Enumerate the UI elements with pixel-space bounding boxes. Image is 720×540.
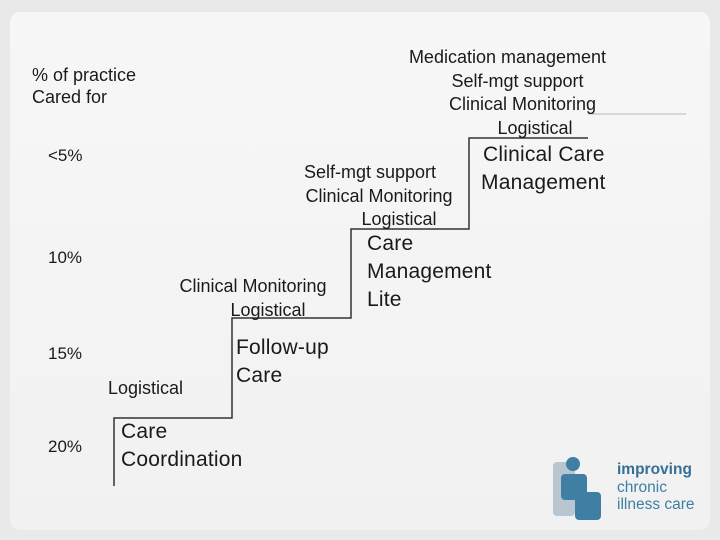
step1-level-line-1: Care	[121, 420, 168, 443]
logo-head-icon	[566, 457, 580, 471]
step3-component-3: Logistical	[361, 209, 437, 229]
step3-level-line-1: Care	[367, 232, 414, 255]
step4-component-3: Clinical Monitoring	[448, 94, 597, 114]
step1-component-1: Logistical	[108, 378, 184, 398]
staircase-line	[113, 137, 588, 486]
logo-line-1: improving	[617, 461, 692, 478]
logo-line-2: chronic	[617, 478, 667, 496]
step3-level-line-2: Management	[367, 260, 492, 283]
step4-level-name: Clinical Care Management	[481, 141, 606, 197]
step3-level-line-3: Lite	[367, 288, 402, 311]
step4-level-line-1: Clinical Care	[483, 143, 605, 166]
slide-card	[10, 12, 710, 530]
step2-level-line-2: Care	[236, 364, 283, 387]
step4-components: Medication management Self-mgt support C…	[390, 46, 655, 140]
logo-line-3: illness care	[617, 496, 695, 513]
step2-component-2: Logistical	[230, 299, 306, 320]
axis-title-line-1: % of practice	[32, 65, 137, 85]
logo-figure-icon	[561, 474, 601, 520]
step2-components: Clinical Monitoring Logistical	[163, 275, 343, 322]
level-label-lt5: <5%	[48, 146, 83, 165]
step2-level-line-1: Follow-up	[236, 336, 329, 359]
axis-title-line-2: Cared for	[32, 87, 108, 107]
improving-chronic-illness-care-logo	[553, 457, 601, 520]
step4-level-line-2: Management	[481, 171, 606, 194]
step1-level-line-2: Coordination	[121, 448, 243, 471]
step2-level-name: Follow-up Care	[236, 334, 329, 390]
level-label-20: 20%	[48, 437, 83, 456]
step1-level-name: Care Coordination	[121, 418, 242, 474]
step4-component-4: Logistical	[497, 117, 573, 138]
step3-level-name: Care Management Lite	[367, 230, 492, 314]
step4-component-1: Medication management	[408, 47, 607, 67]
axis-title: % of practice Cared for	[32, 64, 136, 108]
step2-component-1: Clinical Monitoring	[179, 276, 327, 296]
level-label-15: 15%	[48, 344, 83, 363]
step3-component-2: Clinical Monitoring	[305, 185, 453, 206]
step3-components: Self-mgt support Clinical Monitoring Log…	[284, 161, 474, 232]
step3-component-1: Self-mgt support	[303, 162, 437, 182]
step1-components: Logistical	[108, 377, 183, 401]
level-label-10: 10%	[48, 248, 83, 267]
step4-component-2: Self-mgt support	[451, 70, 584, 91]
logo-wordmark: improving chronic illness care	[617, 461, 695, 514]
